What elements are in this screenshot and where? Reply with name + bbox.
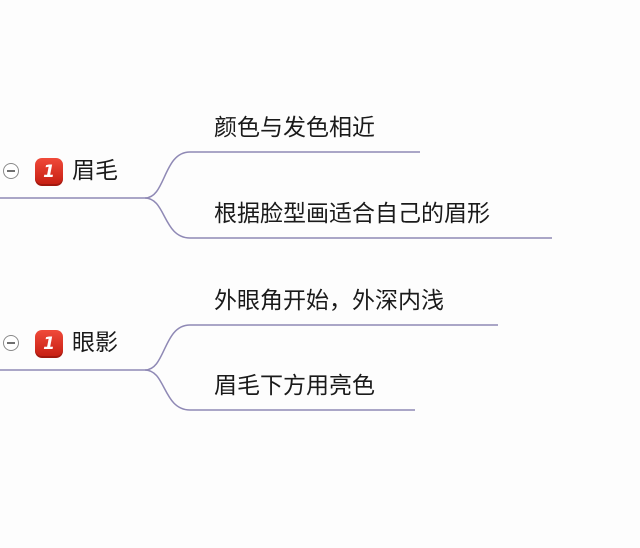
priority-1-icon: 1 (35, 158, 63, 186)
branch-connector (144, 369, 415, 411)
topic-eyeshadow[interactable]: 眼影 (72, 330, 118, 356)
branch-connector (144, 324, 498, 371)
subtopic-hair-color[interactable]: 颜色与发色相近 (214, 115, 375, 141)
branch-connector (144, 197, 552, 239)
branch-connector (144, 151, 420, 199)
collapse-minus-icon[interactable] (3, 335, 19, 351)
collapse-minus-icon[interactable] (3, 163, 19, 179)
subtopic-outer-corner[interactable]: 外眼角开始，外深内浅 (214, 288, 444, 314)
subtopic-brow-shape[interactable]: 根据脸型画适合自己的眉形 (214, 201, 490, 227)
priority-1-icon: 1 (35, 330, 63, 358)
topic-eyebrows[interactable]: 眉毛 (72, 158, 118, 184)
subtopic-highlight[interactable]: 眉毛下方用亮色 (214, 373, 375, 399)
